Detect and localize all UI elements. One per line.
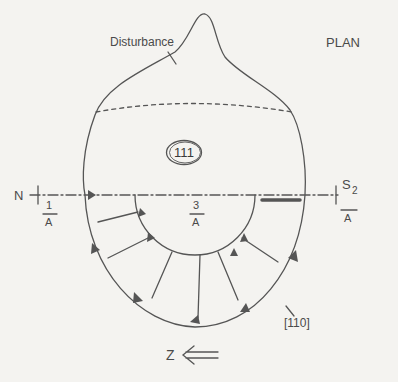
sketch-label: Z <box>166 348 175 362</box>
radial-lines <box>98 212 278 318</box>
leader-line <box>168 52 176 64</box>
sketch-label: 2 <box>352 186 358 196</box>
thick-bar <box>262 198 300 202</box>
sketch-label: 1 <box>46 200 52 211</box>
crystal-outline <box>83 14 305 327</box>
disturbance-boundary <box>96 104 292 113</box>
sketch-label: Disturbance <box>110 36 174 48</box>
inner-arc <box>135 195 255 255</box>
sketch-label: N <box>14 189 23 202</box>
fraction-bars <box>43 210 357 214</box>
face-index-text: 111 <box>165 146 203 159</box>
section-line <box>30 194 338 195</box>
sketch-label: 3 <box>193 200 199 211</box>
sketch-label: A <box>344 213 351 224</box>
sketch-label: PLAN <box>326 36 360 49</box>
leader-line <box>286 306 294 316</box>
weld-marks <box>88 190 298 324</box>
sketch-label: S <box>342 178 351 191</box>
sketch-label: A <box>45 217 52 228</box>
circled-face-index: 111 <box>165 139 203 166</box>
sketch-label: A <box>192 217 199 228</box>
section-ticks <box>38 186 336 204</box>
sketch-label: [110] <box>284 317 310 329</box>
direction-arrow <box>183 346 218 364</box>
